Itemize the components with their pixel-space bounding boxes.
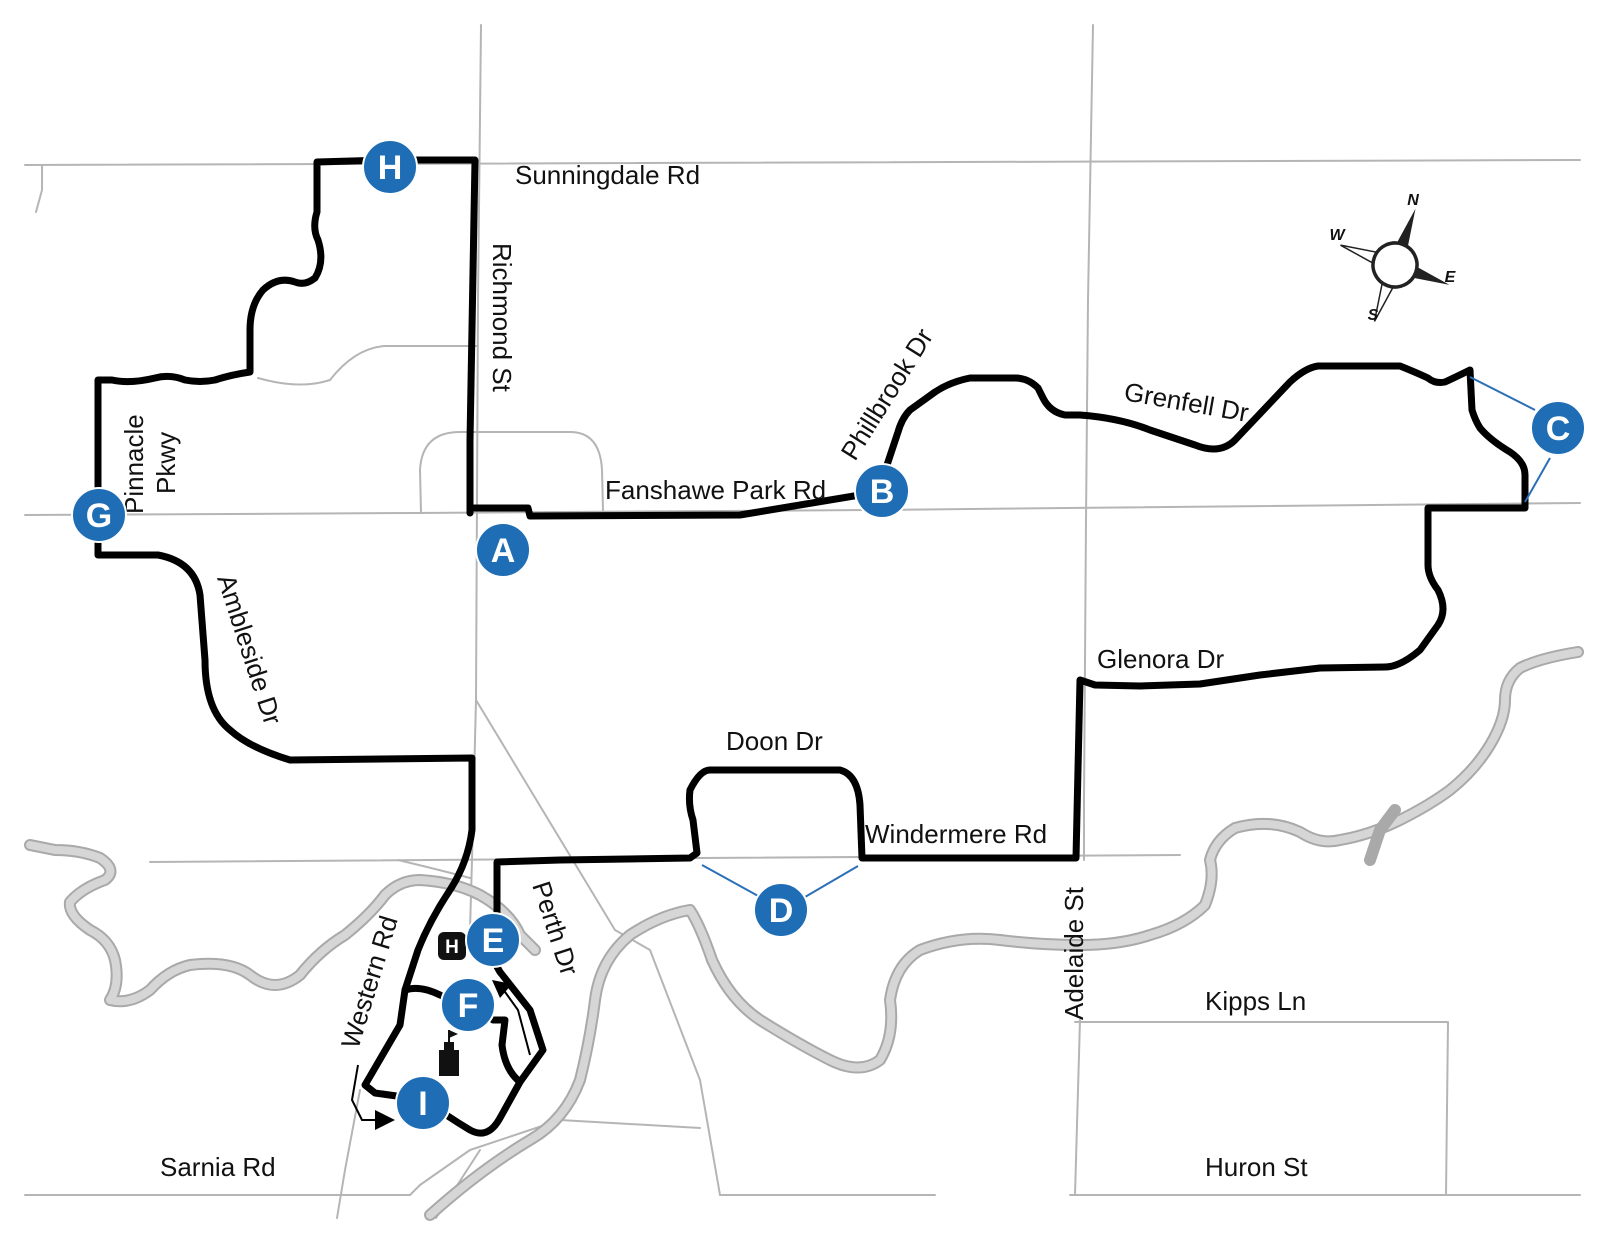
label-glenora: Glenora Dr [1097, 644, 1224, 674]
route-line [94, 156, 1529, 1137]
marker-e[interactable]: E [465, 912, 521, 968]
label-pinnacle-2: Pkwy [151, 432, 181, 494]
leader-d-left [701, 864, 761, 898]
label-richmond: Richmond St [487, 243, 517, 393]
compass-west: W [1329, 227, 1346, 244]
marker-b-label: B [870, 473, 895, 511]
river-tributary [1364, 804, 1401, 866]
label-ambleside: Ambleside Dr [211, 571, 288, 729]
road-fanshawe [24, 502, 1581, 516]
label-windermere: Windermere Rd [865, 819, 1047, 849]
tower-icon [439, 1030, 459, 1076]
street-labels: Sunningdale Rd Richmond St Phillbrook Dr… [119, 160, 1308, 1182]
label-phillbrook: Phillbrook Dr [835, 323, 939, 465]
marker-d-label: D [769, 892, 794, 930]
road-sunningdale [24, 159, 1581, 166]
direction-arrows [350, 980, 531, 1130]
marker-h-label: H [378, 149, 403, 187]
marker-c-label: C [1546, 410, 1571, 448]
compass-north: N [1407, 192, 1419, 209]
waypoint-markers: A B C D E F G H [71, 139, 1586, 1131]
road-sarnia [24, 1119, 701, 1196]
compass-east: E [1445, 269, 1457, 286]
river-south-branch [424, 646, 1584, 1221]
leader-c-bottom [1524, 457, 1551, 503]
road-kipps [1074, 1021, 1449, 1196]
marker-i-label: I [418, 1085, 427, 1123]
compass-rose-icon [1340, 208, 1450, 322]
label-sunningdale: Sunningdale Rd [515, 160, 700, 190]
label-doon: Doon Dr [726, 726, 823, 756]
road-fanshawe-loop [419, 431, 604, 514]
compass-south: S [1368, 307, 1379, 324]
road-north-loop [257, 345, 479, 386]
road-west-campus [397, 859, 471, 879]
road-network [24, 24, 1581, 1219]
arrow-perth-head [492, 980, 512, 998]
marker-b[interactable]: B [854, 463, 910, 519]
compass-labels: N E S W [1329, 192, 1456, 324]
road-western [336, 1089, 361, 1219]
label-pinnacle-1: Pinnacle [119, 414, 149, 514]
leader-c-top [1469, 376, 1536, 411]
label-huron: Huron St [1205, 1152, 1308, 1182]
marker-f[interactable]: F [440, 977, 496, 1033]
leader-d-right [804, 865, 859, 898]
road-adelaide [1083, 24, 1094, 861]
marker-e-label: E [482, 922, 505, 960]
road-richmond-diagonal [475, 699, 721, 1196]
arrow-perth [499, 984, 531, 1056]
hospital-icon-letter: H [445, 937, 459, 958]
marker-c[interactable]: C [1530, 400, 1586, 456]
label-sarnia: Sarnia Rd [160, 1152, 276, 1182]
marker-a[interactable]: A [475, 522, 531, 578]
arrow-west-campus-head [375, 1110, 395, 1130]
marker-f-label: F [458, 987, 479, 1025]
label-grenfell: Grenfell Dr [1122, 376, 1251, 427]
marker-g-label: G [86, 497, 112, 535]
marker-d[interactable]: D [753, 882, 809, 938]
arrow-west-campus [350, 1064, 375, 1121]
marker-a-label: A [491, 532, 516, 570]
road-sunningdale-west-spur [35, 164, 43, 213]
marker-h[interactable]: H [362, 139, 418, 195]
label-kipps: Kipps Ln [1205, 986, 1306, 1016]
route-campus-spur [489, 1016, 524, 1086]
label-adelaide: Adelaide St [1059, 886, 1089, 1020]
marker-i[interactable]: I [395, 1075, 451, 1131]
label-fanshawe: Fanshawe Park Rd [605, 475, 826, 505]
marker-g[interactable]: G [71, 487, 127, 543]
hospital-icon: H [438, 932, 466, 960]
road-adelaide-south [1074, 1019, 1081, 1196]
thames-river [24, 646, 1584, 1221]
label-perth: Perth Dr [526, 878, 585, 980]
marker-leaders [701, 376, 1551, 898]
route-west-connector [401, 984, 466, 1009]
route-main-loop [94, 156, 1529, 1137]
